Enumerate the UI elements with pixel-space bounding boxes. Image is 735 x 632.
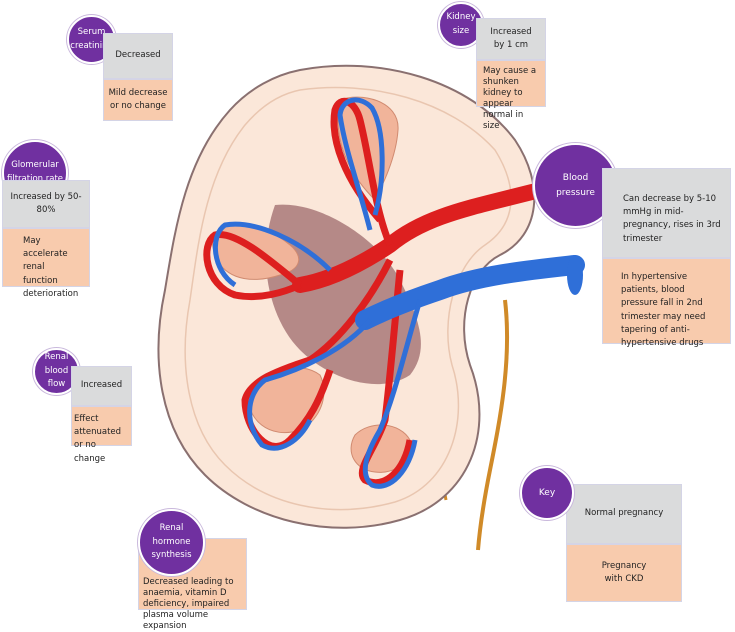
renal-hormone-badge: Renal hormone synthesis — [138, 509, 205, 576]
kidney-illustration — [157, 64, 585, 551]
serum-creatinine-normal-text: Decreased — [115, 50, 161, 61]
key-normal-box: Normal pregnancy — [566, 484, 682, 544]
key-normal-text: Normal pregnancy — [584, 508, 664, 519]
gfr-ckd-box: May accelerate renal function deteriorat… — [2, 228, 90, 299]
kidney-size-ckd-text: May cause a shunken kidney to appear nor… — [483, 66, 537, 132]
renal-blood-flow-ckd-text: Effect attenuated or no change — [74, 414, 122, 464]
key-badge: Key — [520, 466, 574, 520]
gfr-normal-box: Increased by 50-80% — [2, 180, 90, 228]
key-ckd-box: Pregnancy with CKD — [566, 544, 682, 602]
serum-creatinine-label: Serum creatinine — [70, 26, 113, 51]
key-ckd-text: Pregnancy with CKD — [601, 560, 647, 584]
artery-branch — [203, 230, 303, 301]
gfr-label: Glomerular filtration rate — [7, 160, 64, 184]
blood-pressure-ckd-box: In hypertensive patients, blood pressure… — [602, 258, 731, 348]
kidney-size-label: Kidney size — [446, 12, 476, 36]
ureter — [476, 299, 510, 551]
renal-blood-flow-normal-text: Increased — [80, 380, 123, 391]
kidney-cortex — [184, 86, 512, 511]
renal-hormone-label: Renal hormone synthesis — [151, 523, 192, 561]
vein-branch — [247, 318, 372, 451]
serum-creatinine-normal-box: Decreased — [103, 33, 173, 79]
blood-pressure-normal-box: Can decrease by 5-10 mmHg in mid-pregnan… — [602, 168, 731, 258]
gfr-normal-text: Increased by 50-80% — [10, 191, 82, 215]
kidney-size-normal-box: Increased by 1 cm — [476, 18, 546, 60]
key-label: Key — [538, 487, 556, 498]
blood-pressure-label: Blood pressure — [556, 173, 595, 198]
renal-blood-flow-normal-box: Increased — [71, 366, 132, 406]
blood-pressure-ckd-text: In hypertensive patients, blood pressure… — [621, 272, 706, 348]
vein-branch — [337, 97, 385, 231]
vein-opening — [567, 255, 583, 295]
renal-blood-flow-label: Renal blood flow — [44, 352, 69, 390]
renal-hormone-ckd-text: Decreased leading to anaemia, vitamin D … — [143, 577, 234, 632]
renal-vein — [355, 255, 585, 330]
vein-branch — [212, 221, 332, 288]
renal-blood-flow-ckd-box: Effect attenuated or no change — [71, 406, 132, 464]
blood-pressure-normal-text: Can decrease by 5-10 mmHg in mid-pregnan… — [623, 194, 721, 244]
vein-branch — [362, 299, 423, 489]
kidney-size-normal-text: Increased by 1 cm — [490, 26, 532, 50]
serum-creatinine-ckd-text: Mild decrease or no change — [108, 87, 168, 111]
kidney-size-ckd-box: May cause a shunken kidney to appear nor… — [476, 60, 546, 131]
artery-branch — [241, 258, 394, 450]
serum-creatinine-ckd-box: Mild decrease or no change — [103, 79, 173, 121]
gfr-ckd-text: May accelerate renal function deteriorat… — [23, 236, 79, 299]
